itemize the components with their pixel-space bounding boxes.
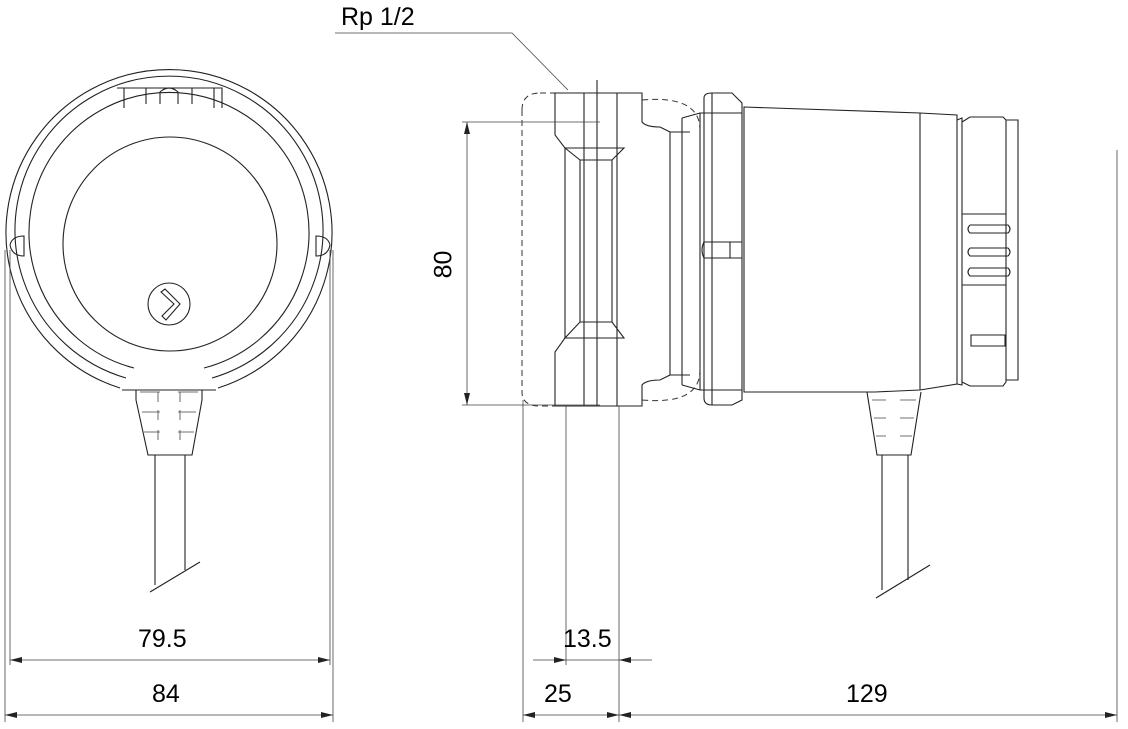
dimension-port-depth: 25 [544, 680, 572, 708]
dimension-lines [4, 32, 1118, 722]
dimension-front-outer: 84 [152, 680, 180, 708]
dimension-height: 80 [429, 250, 458, 279]
thread-label: Rp 1/2 [341, 3, 415, 31]
front-view [5, 69, 333, 593]
dimension-port-offset: 13.5 [563, 625, 612, 653]
side-view [521, 80, 1019, 599]
dimension-body-length: 129 [846, 680, 888, 708]
direction-arrow-icon [147, 282, 191, 326]
dimension-front-inner: 79.5 [138, 625, 187, 653]
motor-face-circle [62, 136, 278, 352]
